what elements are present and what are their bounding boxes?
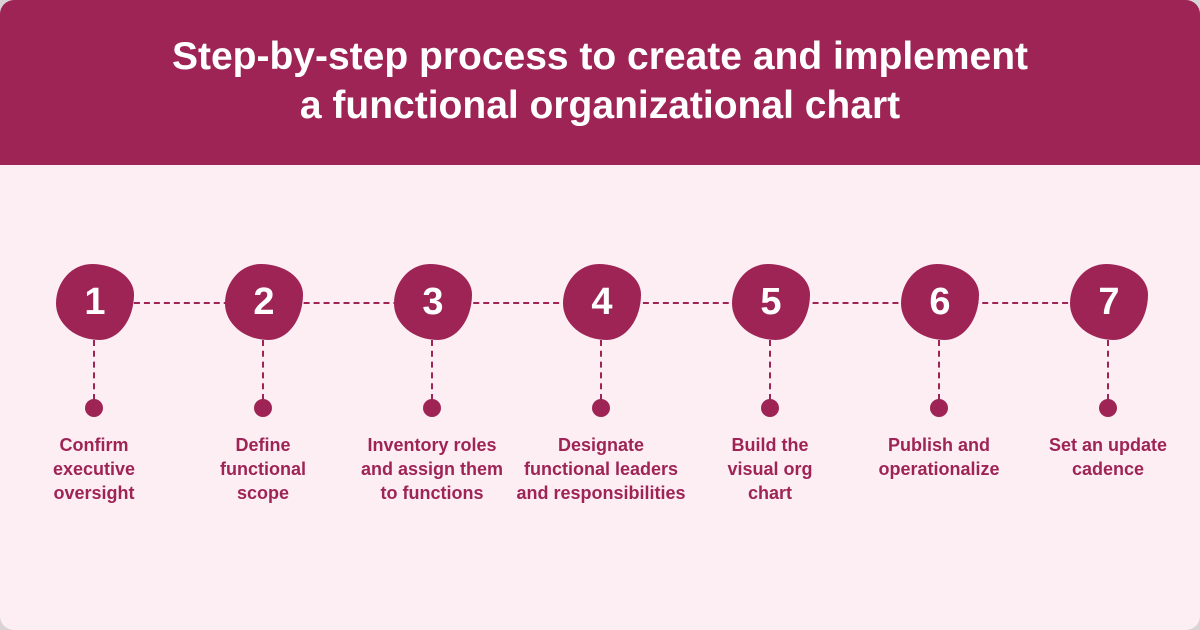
step-label-line: Set an update [1048, 435, 1168, 455]
step-connector [93, 340, 95, 400]
step-number-badge: 1 [56, 264, 134, 340]
step-dot [254, 399, 272, 417]
step-dot [423, 399, 441, 417]
step-connector [938, 340, 940, 400]
step-label-line: Designate [557, 435, 645, 455]
step-number: 4 [591, 280, 613, 323]
step-number: 3 [422, 280, 444, 323]
step-label-line: executive [52, 459, 136, 479]
step-connector [600, 340, 602, 400]
step-label: Set an update cadence [1018, 433, 1198, 481]
step-label: Confirm executive oversight [4, 433, 184, 505]
header-banner: Step-by-step process to create and imple… [0, 0, 1200, 165]
step-number-badge: 6 [901, 264, 979, 340]
step-dot [930, 399, 948, 417]
step-label-line: and assign them [360, 459, 504, 479]
title-line-2: a functional organizational chart [299, 84, 901, 127]
step-number-badge: 2 [225, 264, 303, 340]
step-connector [769, 340, 771, 400]
step-number-badge: 5 [732, 264, 810, 340]
step-label-line: operationalize [878, 459, 1000, 479]
step-number: 2 [253, 280, 275, 323]
step-number: 6 [929, 280, 951, 323]
step-label-line: cadence [1071, 459, 1145, 479]
step-number: 5 [760, 280, 782, 323]
step-label-line: Build the [731, 435, 809, 455]
step-label-line: to functions [380, 483, 484, 503]
step-number-badge: 4 [563, 264, 641, 340]
step-label-line: Define [235, 435, 291, 455]
step-label-line: chart [747, 483, 792, 503]
step-label-line: Publish and [887, 435, 990, 455]
step-label: Publish and operationalize [849, 433, 1029, 481]
step-number: 1 [84, 280, 106, 323]
step-connector [262, 340, 264, 400]
step-dot [592, 399, 610, 417]
step-connector [431, 340, 433, 400]
step-label-line: functional leaders [523, 459, 679, 479]
step-number: 7 [1098, 280, 1120, 323]
step-connector [1107, 340, 1109, 400]
step-label: Build the visual org chart [680, 433, 860, 505]
page-title: Step-by-step process to create and imple… [0, 32, 1200, 130]
step-dot [1099, 399, 1117, 417]
step-label-line: scope [236, 483, 290, 503]
step-label-line: oversight [53, 483, 135, 503]
title-line-1: Step-by-step process to create and imple… [171, 35, 1029, 78]
step-dot [761, 399, 779, 417]
step-label-line: Inventory roles [367, 435, 497, 455]
step-label-line: visual org [727, 459, 813, 479]
step-dot [85, 399, 103, 417]
step-label: Define functional scope [173, 433, 353, 505]
step-label: Inventory roles and assign them to functio… [342, 433, 522, 505]
step-label-line: and responsibilities [516, 483, 686, 503]
step-label-line: functional [220, 459, 306, 479]
step-label: Designate functional leaders and responsib… [511, 433, 691, 505]
step-number-badge: 3 [394, 264, 472, 340]
step-number-badge: 7 [1070, 264, 1148, 340]
step-label-line: Confirm [59, 435, 129, 455]
